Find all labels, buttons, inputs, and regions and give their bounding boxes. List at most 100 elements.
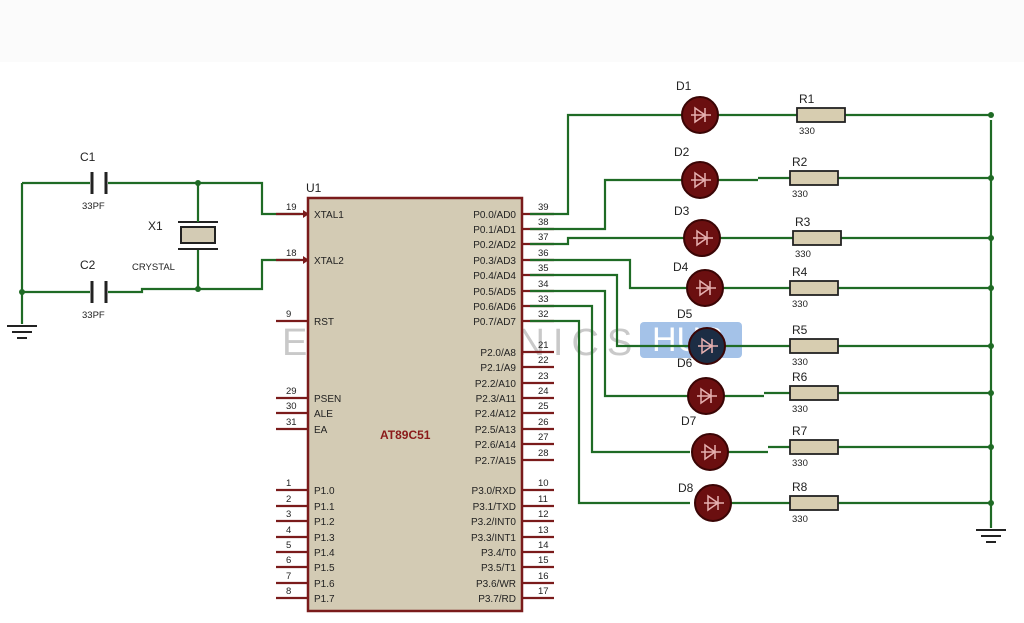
clock-marker bbox=[303, 256, 309, 264]
resistor: R5 330 bbox=[765, 323, 994, 368]
pin-name: P2.4/A12 bbox=[475, 409, 517, 420]
pin-number: 37 bbox=[538, 232, 549, 243]
pin-number: 18 bbox=[286, 248, 297, 259]
pin-number: 28 bbox=[538, 448, 549, 459]
pin-number: 33 bbox=[538, 294, 549, 305]
chip-pin-left: 8P1.7 bbox=[276, 586, 335, 605]
pin-number: 7 bbox=[286, 571, 291, 582]
pin-name: P0.3/AD3 bbox=[473, 256, 516, 267]
capacitor-c2: C2 33PF bbox=[80, 258, 108, 321]
pin-name: XTAL2 bbox=[314, 256, 344, 267]
pin-number: 8 bbox=[286, 586, 291, 597]
resistor-value: 330 bbox=[792, 189, 808, 200]
junction-dot bbox=[988, 175, 994, 181]
pin-number: 6 bbox=[286, 555, 291, 566]
pin-number: 29 bbox=[286, 386, 297, 397]
pin-name: XTAL1 bbox=[314, 210, 344, 221]
pin-name: P2.7/A15 bbox=[475, 456, 517, 467]
pin-name: PSEN bbox=[314, 394, 341, 405]
led-ref: D1 bbox=[676, 79, 692, 93]
diode-glyph bbox=[696, 279, 716, 297]
pin-name: P0.0/AD0 bbox=[473, 210, 516, 221]
pin-number: 3 bbox=[286, 509, 291, 520]
led-ref: D8 bbox=[678, 481, 694, 495]
pin-name: P2.6/A14 bbox=[475, 440, 517, 451]
resistor-body bbox=[789, 280, 839, 296]
capacitor-c2-value: 33PF bbox=[82, 310, 105, 321]
capacitor-c2-ref: C2 bbox=[80, 258, 96, 272]
pin-number: 31 bbox=[286, 417, 297, 428]
pin-name: P1.6 bbox=[314, 579, 335, 590]
capacitor-c1: C1 33PF bbox=[80, 150, 108, 212]
pin-name: P1.5 bbox=[314, 563, 335, 574]
pin-name: P2.0/A8 bbox=[480, 348, 516, 359]
chip-pin-left: 2P1.1 bbox=[276, 494, 335, 513]
pin-name: P3.4/T0 bbox=[481, 548, 516, 559]
led: D7 bbox=[681, 414, 768, 471]
resistor-ref: R1 bbox=[799, 92, 815, 106]
pin-number: 27 bbox=[538, 432, 549, 443]
diode-glyph bbox=[693, 229, 713, 247]
chip-pin-left: 5P1.4 bbox=[276, 540, 335, 559]
pin-number: 2 bbox=[286, 494, 291, 505]
resistor: R2 330 bbox=[758, 155, 994, 200]
pin-number: 14 bbox=[538, 540, 549, 551]
pin-number: 16 bbox=[538, 571, 549, 582]
resistor-value: 330 bbox=[792, 404, 808, 415]
resistor-body bbox=[789, 170, 839, 186]
pin-name: P2.5/A13 bbox=[475, 425, 517, 436]
pin-name: P2.2/A10 bbox=[475, 379, 517, 390]
pin-number: 9 bbox=[286, 309, 291, 320]
pin-number: 35 bbox=[538, 263, 549, 274]
resistor-value: 330 bbox=[795, 249, 811, 260]
pin-name: P2.1/A9 bbox=[480, 363, 516, 374]
pin-number: 34 bbox=[538, 279, 549, 290]
resistor-ref: R2 bbox=[792, 155, 808, 169]
resistor-value: 330 bbox=[792, 357, 808, 368]
pin-number: 4 bbox=[286, 525, 291, 536]
pin-number: 23 bbox=[538, 371, 549, 382]
resistor-ref: R3 bbox=[795, 215, 811, 229]
resistor-body bbox=[789, 495, 839, 511]
pin-name: P1.7 bbox=[314, 594, 335, 605]
pin-name: P3.0/RXD bbox=[472, 486, 516, 497]
pin-number: 25 bbox=[538, 401, 549, 412]
pin-name: P3.2/INT0 bbox=[471, 517, 516, 528]
junction-dot bbox=[988, 500, 994, 506]
pin-name: P1.0 bbox=[314, 486, 335, 497]
led-ref: D6 bbox=[677, 356, 693, 370]
pin-name: P3.6/WR bbox=[476, 579, 516, 590]
resistor-value: 330 bbox=[792, 514, 808, 525]
resistor-ref: R5 bbox=[792, 323, 808, 337]
pin-name: P3.1/TXD bbox=[473, 502, 516, 513]
pin-number: 19 bbox=[286, 202, 297, 213]
ground-symbol-left bbox=[7, 325, 37, 339]
chip-pin-left: 6P1.5 bbox=[276, 555, 335, 574]
junction-dot bbox=[988, 285, 994, 291]
microcontroller-u1: U1 AT89C51 19XTAL118XTAL29RST29PSEN30ALE… bbox=[276, 181, 554, 613]
pin-number: 39 bbox=[538, 202, 549, 213]
left-pin-group: 19XTAL118XTAL29RST29PSEN30ALE31EA1P1.02P… bbox=[276, 202, 344, 605]
pin-number: 13 bbox=[538, 525, 549, 536]
pin-number: 11 bbox=[538, 494, 548, 505]
led: D6 bbox=[677, 356, 764, 415]
pin-number: 5 bbox=[286, 540, 291, 551]
